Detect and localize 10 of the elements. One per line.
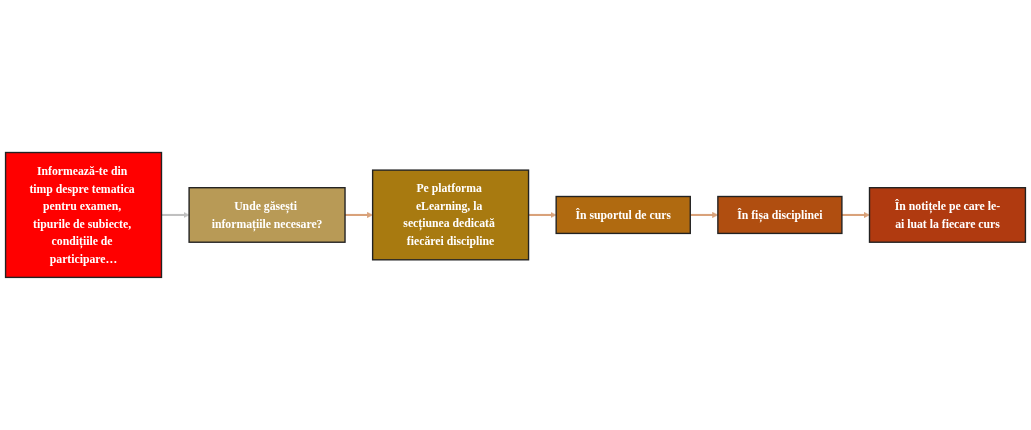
arrow <box>161 211 190 219</box>
node-box: Informează-te din timp despre tematica pentru examen, tipurile de subiecte, condițiile de participare… <box>4 151 163 279</box>
arrow <box>528 211 557 219</box>
arrow <box>841 211 870 219</box>
node-box: În fișa disciplinei <box>717 195 843 235</box>
node-box: În suportul de curs <box>555 195 691 235</box>
node-box: Unde găsești informațiile necesare? <box>188 187 346 243</box>
node-box: Pe platforma eLearning, la secțiunea dedicată fiecărei discipline <box>371 169 530 261</box>
node-box: În notițele pe care le-ai luat la fiecare curs <box>868 187 1027 243</box>
arrow <box>345 211 373 219</box>
